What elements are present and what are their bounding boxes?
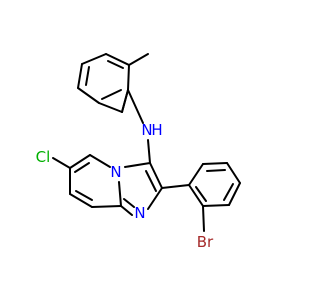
bond-bp-inner-1 xyxy=(206,169,226,172)
bond-c5-c6-inner xyxy=(74,162,90,173)
bond-aryl-br xyxy=(202,205,205,232)
atom-label-bromine: Br xyxy=(197,233,214,251)
bond-n1-c8a xyxy=(120,205,133,216)
atom-label-imine-n: N xyxy=(134,204,145,222)
bond-c2-n1 xyxy=(147,187,163,210)
bond-tolyl-inner-1 xyxy=(85,66,90,86)
bond-c3-c2 xyxy=(149,162,163,189)
bond-n4-c5 xyxy=(89,154,111,168)
bond-methyl xyxy=(128,53,149,66)
bond-tolyl-ipso xyxy=(121,89,129,113)
bond-c2-aryl xyxy=(161,184,190,189)
bond-tolyl-5 xyxy=(105,53,130,66)
bond-c3-n4 xyxy=(124,162,151,168)
bonds xyxy=(52,53,241,232)
bond-bp-2 xyxy=(202,162,228,165)
bond-tolyl-1 xyxy=(98,102,123,113)
bond-bp-6 xyxy=(188,184,204,207)
bond-bp-inner-3 xyxy=(195,186,207,202)
bond-bp-5 xyxy=(202,204,230,207)
bond-bp-3 xyxy=(226,162,241,184)
bond-tolyl-inner-3 xyxy=(101,89,122,100)
bond-n1-c8a-inner xyxy=(123,198,135,208)
bond-nh-c3 xyxy=(147,139,151,164)
atom-labels: N H N N Cl Br xyxy=(36,121,214,251)
bond-tolyl-nh xyxy=(127,89,144,124)
bond-c7-c8-inner xyxy=(75,190,93,201)
atom-label-amine-h: H xyxy=(151,121,162,139)
bond-tolyl-2 xyxy=(77,87,100,104)
atom-label-amine-n: N xyxy=(141,121,152,139)
bond-c8a-n4 xyxy=(118,181,122,207)
bond-bp-4 xyxy=(228,182,241,206)
molecule-structure: N H N N Cl Br xyxy=(36,53,241,251)
atom-label-bridge-n: N xyxy=(110,163,121,181)
bond-tolyl-3 xyxy=(77,63,83,89)
atom-label-chlorine: Cl xyxy=(36,148,51,166)
bond-tolyl-6 xyxy=(127,64,130,91)
bond-c8-c8a xyxy=(91,205,122,208)
bond-bp-1 xyxy=(188,163,204,186)
bond-tolyl-inner-2 xyxy=(107,60,124,69)
bond-c7-c8 xyxy=(69,193,93,208)
bond-bp-inner-2 xyxy=(223,183,234,201)
bond-c5-c6 xyxy=(69,154,91,169)
bond-tolyl-4 xyxy=(81,53,107,65)
bond-c6-cl xyxy=(52,157,71,169)
bond-c3-c2-inner xyxy=(145,170,157,192)
